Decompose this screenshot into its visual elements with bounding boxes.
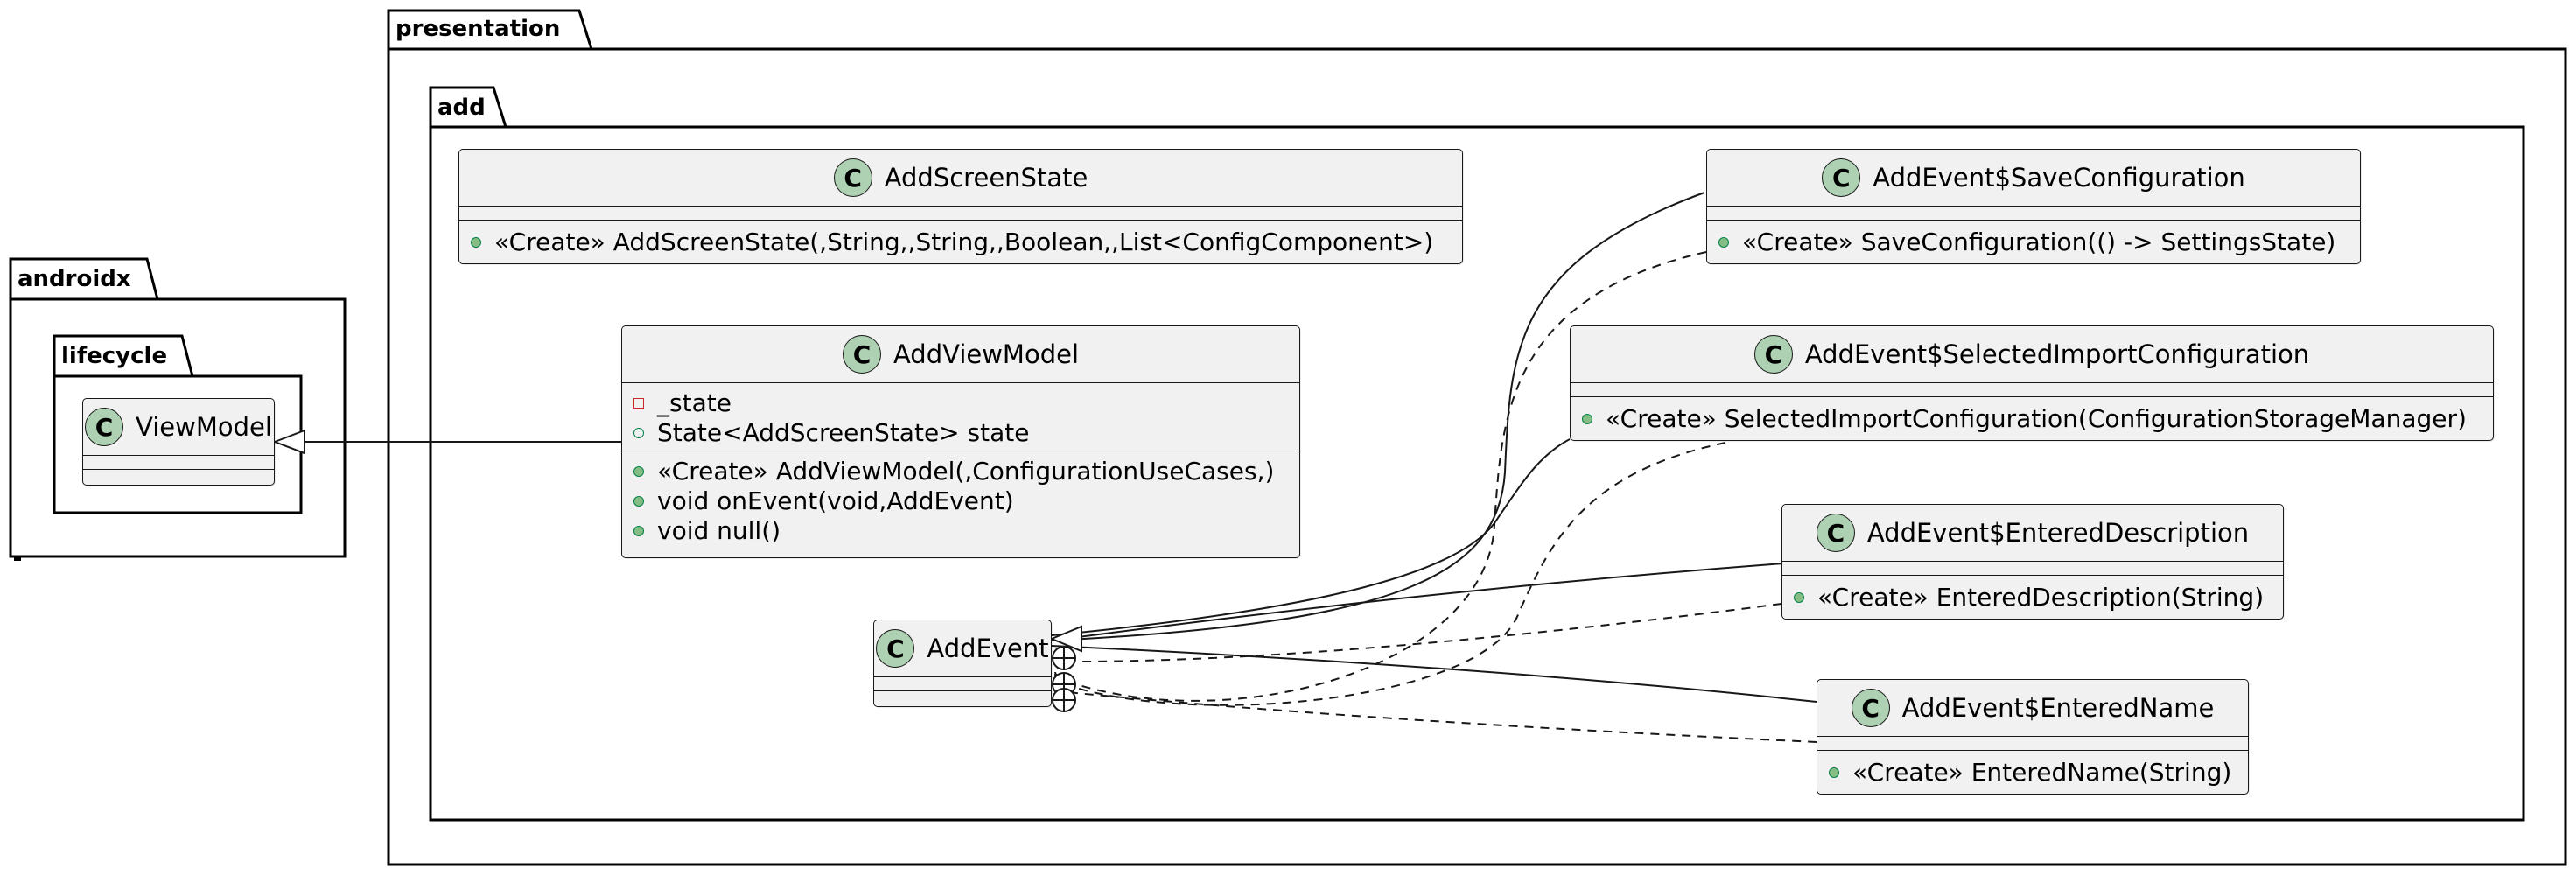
class-addevent[interactable]: C AddEvent	[873, 620, 1052, 707]
class-stereotype-icon: C	[1822, 158, 1861, 197]
class-name: AddEvent$SelectedImportConfiguration	[1804, 340, 2310, 369]
fields-compartment	[83, 455, 274, 469]
fields-compartment	[874, 676, 1051, 690]
class-addevent-selectedimportconfiguration[interactable]: C AddEvent$SelectedImportConfiguration «…	[1570, 326, 2494, 441]
public-marker-icon	[1582, 414, 1592, 424]
public-marker-icon	[1718, 237, 1729, 248]
fields-compartment	[1817, 736, 2248, 750]
fields-compartment	[1782, 561, 2283, 575]
method-constructor: «Create» AddViewModel(,ConfigurationUseC…	[622, 457, 1299, 486]
class-stereotype-icon: C	[1851, 689, 1890, 727]
method-constructor: «Create» SaveConfiguration(() -> Setting…	[1707, 228, 2360, 257]
fields-compartment	[1707, 206, 2360, 220]
class-stereotype-icon: C	[833, 158, 872, 197]
class-name: AddEvent	[927, 634, 1049, 663]
fields-compartment: _state State<AddScreenState> state	[622, 382, 1299, 451]
method-onevent: void onEvent(void,AddEvent)	[622, 486, 1299, 516]
method-constructor: «Create» SelectedImportConfiguration(Con…	[1571, 404, 2493, 434]
package-androidx-label: androidx	[18, 266, 131, 292]
public-marker-icon	[634, 526, 644, 536]
class-stereotype-icon: C	[876, 629, 915, 668]
methods-compartment: «Create» SaveConfiguration(() -> Setting…	[1707, 220, 2360, 257]
edges-addevent-nested-dashed	[1054, 251, 1817, 743]
public-marker-icon	[634, 496, 644, 507]
class-addevent-enteredname[interactable]: C AddEvent$EnteredName «Create» EnteredN…	[1816, 679, 2249, 794]
methods-compartment: «Create» EnteredDescription(String)	[1782, 575, 2283, 612]
class-addviewmodel[interactable]: C AddViewModel _state State<AddScreenSta…	[621, 326, 1300, 558]
methods-compartment: «Create» AddViewModel(,ConfigurationUseC…	[622, 451, 1299, 546]
fields-compartment	[1571, 382, 2493, 396]
method-constructor: «Create» EnteredDescription(String)	[1782, 583, 2283, 612]
class-addevent-saveconfiguration[interactable]: C AddEvent$SaveConfiguration «Create» Sa…	[1706, 149, 2361, 264]
class-stereotype-icon: C	[85, 408, 124, 446]
fields-compartment	[459, 206, 1462, 220]
class-stereotype-icon: C	[1754, 335, 1793, 374]
package-add-label: add	[438, 94, 486, 121]
class-name: AddViewModel	[892, 340, 1080, 369]
method-null: void null()	[622, 516, 1299, 546]
package-presentation-label: presentation	[396, 16, 561, 42]
edges-addevent-nested-solid	[1051, 192, 1817, 703]
class-name: AddScreenState	[884, 163, 1088, 192]
methods-compartment: «Create» AddScreenState(,String,,String,…	[459, 220, 1462, 257]
inheritance-edge-addviewmodel-viewmodel	[272, 429, 621, 455]
methods-compartment: «Create» EnteredName(String)	[1817, 750, 2248, 788]
field-private-state: _state	[622, 388, 1299, 418]
public-marker-icon	[634, 428, 644, 438]
public-marker-icon	[471, 237, 481, 248]
public-marker-icon	[634, 466, 644, 477]
methods-compartment	[83, 469, 274, 483]
public-marker-icon	[1794, 592, 1804, 603]
class-name: AddEvent$EnteredName	[1901, 693, 2215, 723]
package-lifecycle-label: lifecycle	[61, 343, 168, 369]
method-constructor: «Create» EnteredName(String)	[1817, 758, 2248, 788]
method-constructor: «Create» AddScreenState(,String,,String,…	[459, 228, 1462, 257]
class-addevent-entereddescription[interactable]: C AddEvent$EnteredDescription «Create» E…	[1782, 504, 2284, 620]
public-marker-icon	[1829, 767, 1839, 778]
class-viewmodel[interactable]: C ViewModel	[82, 398, 275, 486]
methods-compartment: «Create» SelectedImportConfiguration(Con…	[1571, 396, 2493, 434]
methods-compartment	[874, 690, 1051, 704]
class-stereotype-icon: C	[842, 335, 881, 374]
class-name: AddEvent$EnteredDescription	[1866, 518, 2250, 548]
addevent-connector-markers	[1049, 625, 1082, 712]
private-marker-icon	[634, 398, 644, 409]
class-name: AddEvent$SaveConfiguration	[1872, 163, 2245, 192]
class-name: ViewModel	[136, 412, 272, 442]
class-stereotype-icon: C	[1816, 514, 1855, 552]
class-addscreenstate[interactable]: C AddScreenState «Create» AddScreenState…	[458, 149, 1463, 264]
field-state: State<AddScreenState> state	[622, 418, 1299, 448]
